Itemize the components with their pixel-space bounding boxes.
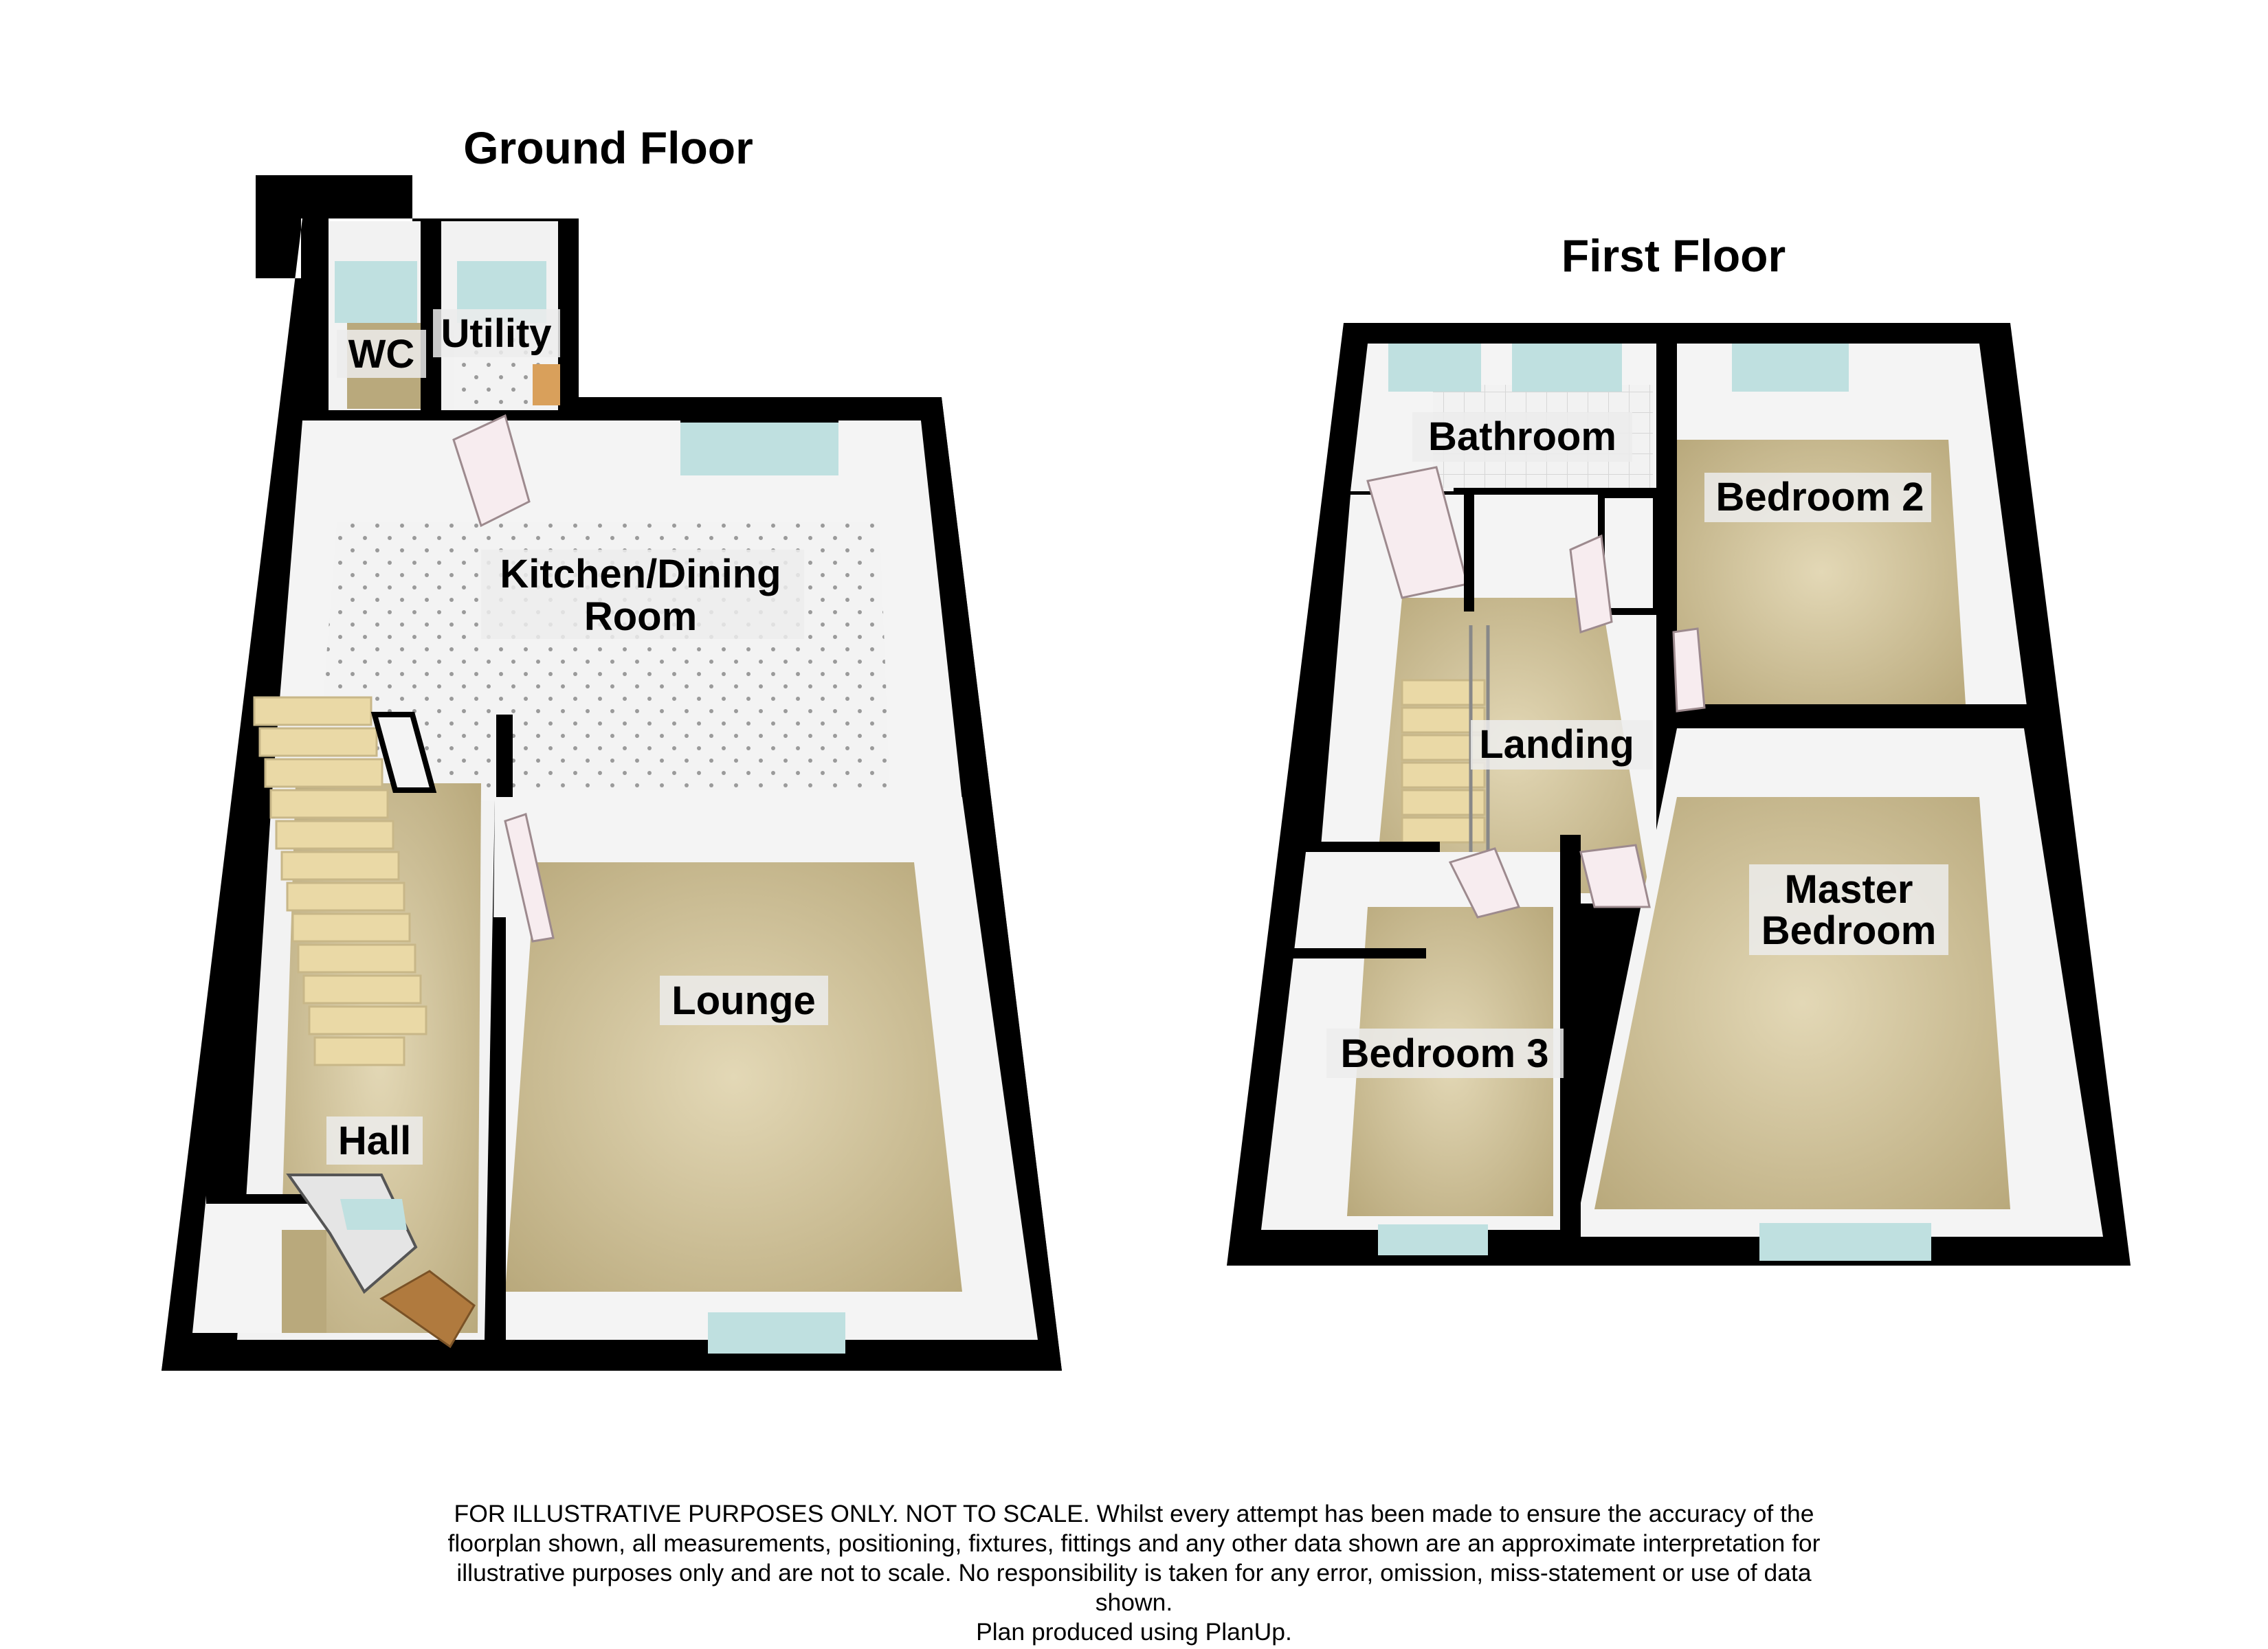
disclaimer-line-5: Plan produced using PlanUp. <box>976 1618 1292 1646</box>
kitchen-lounge-wall-stub <box>496 715 513 804</box>
bedroom3-cupboard-wall <box>1289 842 1440 852</box>
landing-airing-cupboard <box>1598 491 1660 615</box>
ground-floor-title: Ground Floor <box>463 122 753 173</box>
front-door[interactable] <box>379 1270 476 1349</box>
master-bedroom-label-line2: Bedroom <box>1761 908 1937 953</box>
bathroom-window-2 <box>1512 344 1622 392</box>
bedroom3-cupboard-wall-2 <box>1289 948 1426 958</box>
master-bedroom-window <box>1759 1223 1931 1261</box>
master-bedroom-label-line1: Master <box>1785 867 1913 912</box>
lounge-door[interactable] <box>504 813 555 943</box>
wc-walls <box>302 218 329 409</box>
landing-cupboard-wall-1 <box>1464 495 1474 612</box>
disclaimer-line-4: shown. <box>1095 1589 1173 1616</box>
utility-right-wall <box>558 218 579 411</box>
bathroom-label: Bathroom <box>1428 414 1616 459</box>
kitchen-window <box>680 420 838 475</box>
disclaimer-line-1: FOR ILLUSTRATIVE PURPOSES ONLY. NOT TO S… <box>454 1500 1814 1527</box>
lounge-floor <box>505 862 962 1292</box>
hall-label: Hall <box>338 1119 411 1163</box>
bathroom-window-1 <box>1388 344 1481 392</box>
bedroom2-bottom-wall <box>1656 704 2027 718</box>
wc-label: WC <box>348 332 415 377</box>
wc-window <box>335 261 417 323</box>
airing-cupboard-door[interactable] <box>1569 534 1613 634</box>
disclaimer-text: FOR ILLUSTRATIVE PURPOSES ONLY. NOT TO S… <box>385 1499 1883 1647</box>
bedroom2-label: Bedroom 2 <box>1716 475 1924 519</box>
lounge-label: Lounge <box>671 978 815 1023</box>
stair-bannister-wall <box>370 712 437 793</box>
first-floor-plan: First Floor <box>1227 230 2131 1266</box>
utility-fitting <box>533 364 560 405</box>
ground-floor-plan: Ground Floor <box>162 122 1062 1371</box>
bedroom3-door[interactable] <box>1448 847 1521 919</box>
utility-label: Utility <box>441 311 551 356</box>
landing-label: Landing <box>1479 722 1634 767</box>
bedroom3-label: Bedroom 3 <box>1341 1031 1549 1076</box>
room-labels: WC Utility Kitchen/Dining Room Lounge Ha… <box>326 309 1948 1165</box>
kitchen-dining-label-line2: Room <box>584 594 697 639</box>
kitchen-top-wall-gap <box>680 399 838 423</box>
hall-cupboard-floor <box>282 1230 326 1333</box>
first-floor-title: First Floor <box>1561 230 1786 281</box>
bedroom3-window <box>1378 1224 1488 1255</box>
kitchen-door[interactable] <box>452 414 531 528</box>
bedroom2-window <box>1732 344 1849 392</box>
bedroom2-door[interactable] <box>1672 627 1706 713</box>
porch-window <box>340 1199 407 1230</box>
disclaimer-line-2: floorplan shown, all measurements, posit… <box>447 1529 1821 1557</box>
master-bedroom-door[interactable] <box>1579 844 1651 908</box>
kitchen-dining-label-line1: Kitchen/Dining <box>500 552 781 596</box>
lounge-window <box>708 1312 845 1354</box>
staircase <box>253 696 427 1066</box>
disclaimer-line-3: illustrative purposes only and are not t… <box>456 1559 1812 1586</box>
hall-cupboard-wall <box>206 1194 330 1204</box>
